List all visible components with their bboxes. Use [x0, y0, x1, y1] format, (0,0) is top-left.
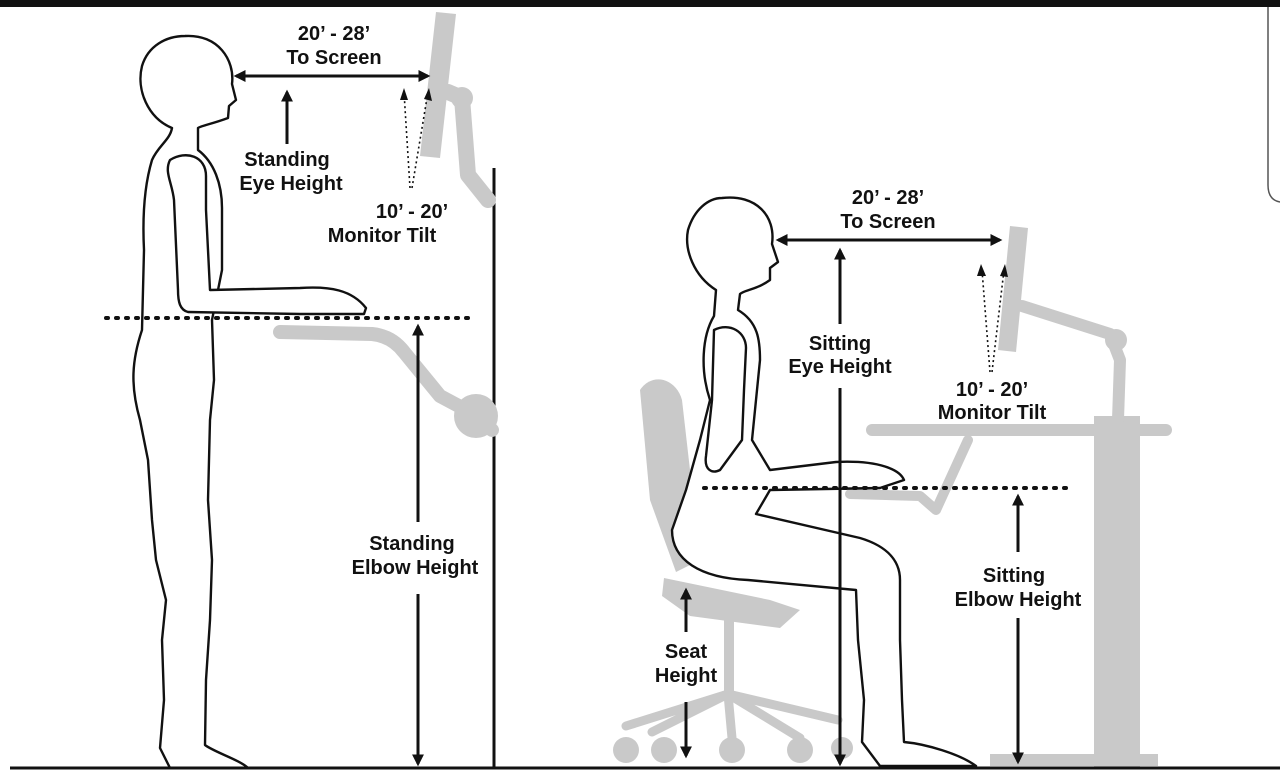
sitting-eye-height-line2: Eye Height	[788, 356, 892, 378]
sitting-labels: 20’ - 28’ To Screen Sitting Eye Height 1…	[655, 187, 1082, 687]
sitting-elbow-line1: Sitting	[983, 565, 1045, 587]
screen-edge-curve	[1267, 7, 1280, 203]
standing-keyboard-tray	[273, 325, 499, 438]
standing-monitor	[420, 12, 496, 208]
standing-elbow-line2: Elbow Height	[352, 557, 479, 579]
seat-height-line2: Height	[655, 665, 718, 687]
standing-labels: 20’ - 28’ To Screen Standing Eye Height …	[239, 23, 478, 579]
standing-distance-label: To Screen	[286, 47, 381, 69]
seat-height-line1: Seat	[665, 641, 708, 663]
top-bar	[0, 0, 1280, 7]
sitting-tilt-range: 10’ - 20’	[956, 379, 1028, 401]
sitting-elbow-line2: Elbow Height	[955, 589, 1082, 611]
standing-distance-range: 20’ - 28’	[298, 23, 370, 45]
sitting-distance-label: To Screen	[840, 211, 935, 233]
standing-eye-height-line1: Standing	[244, 149, 330, 171]
sitting-person	[670, 196, 978, 768]
standing-tilt-label: Monitor Tilt	[328, 225, 437, 247]
standing-tilt-range: 10’ - 20’	[376, 201, 448, 223]
standing-elbow-line1: Standing	[369, 533, 455, 555]
sitting-workstation	[613, 196, 1172, 768]
sitting-tilt-label: Monitor Tilt	[938, 402, 1047, 424]
sitting-desk	[845, 226, 1172, 768]
standing-workstation	[104, 12, 499, 770]
sitting-distance-range: 20’ - 28’	[852, 187, 924, 209]
standing-person	[132, 34, 250, 770]
sitting-eye-height-line1: Sitting	[809, 333, 871, 355]
standing-eye-height-line2: Eye Height	[239, 173, 343, 195]
